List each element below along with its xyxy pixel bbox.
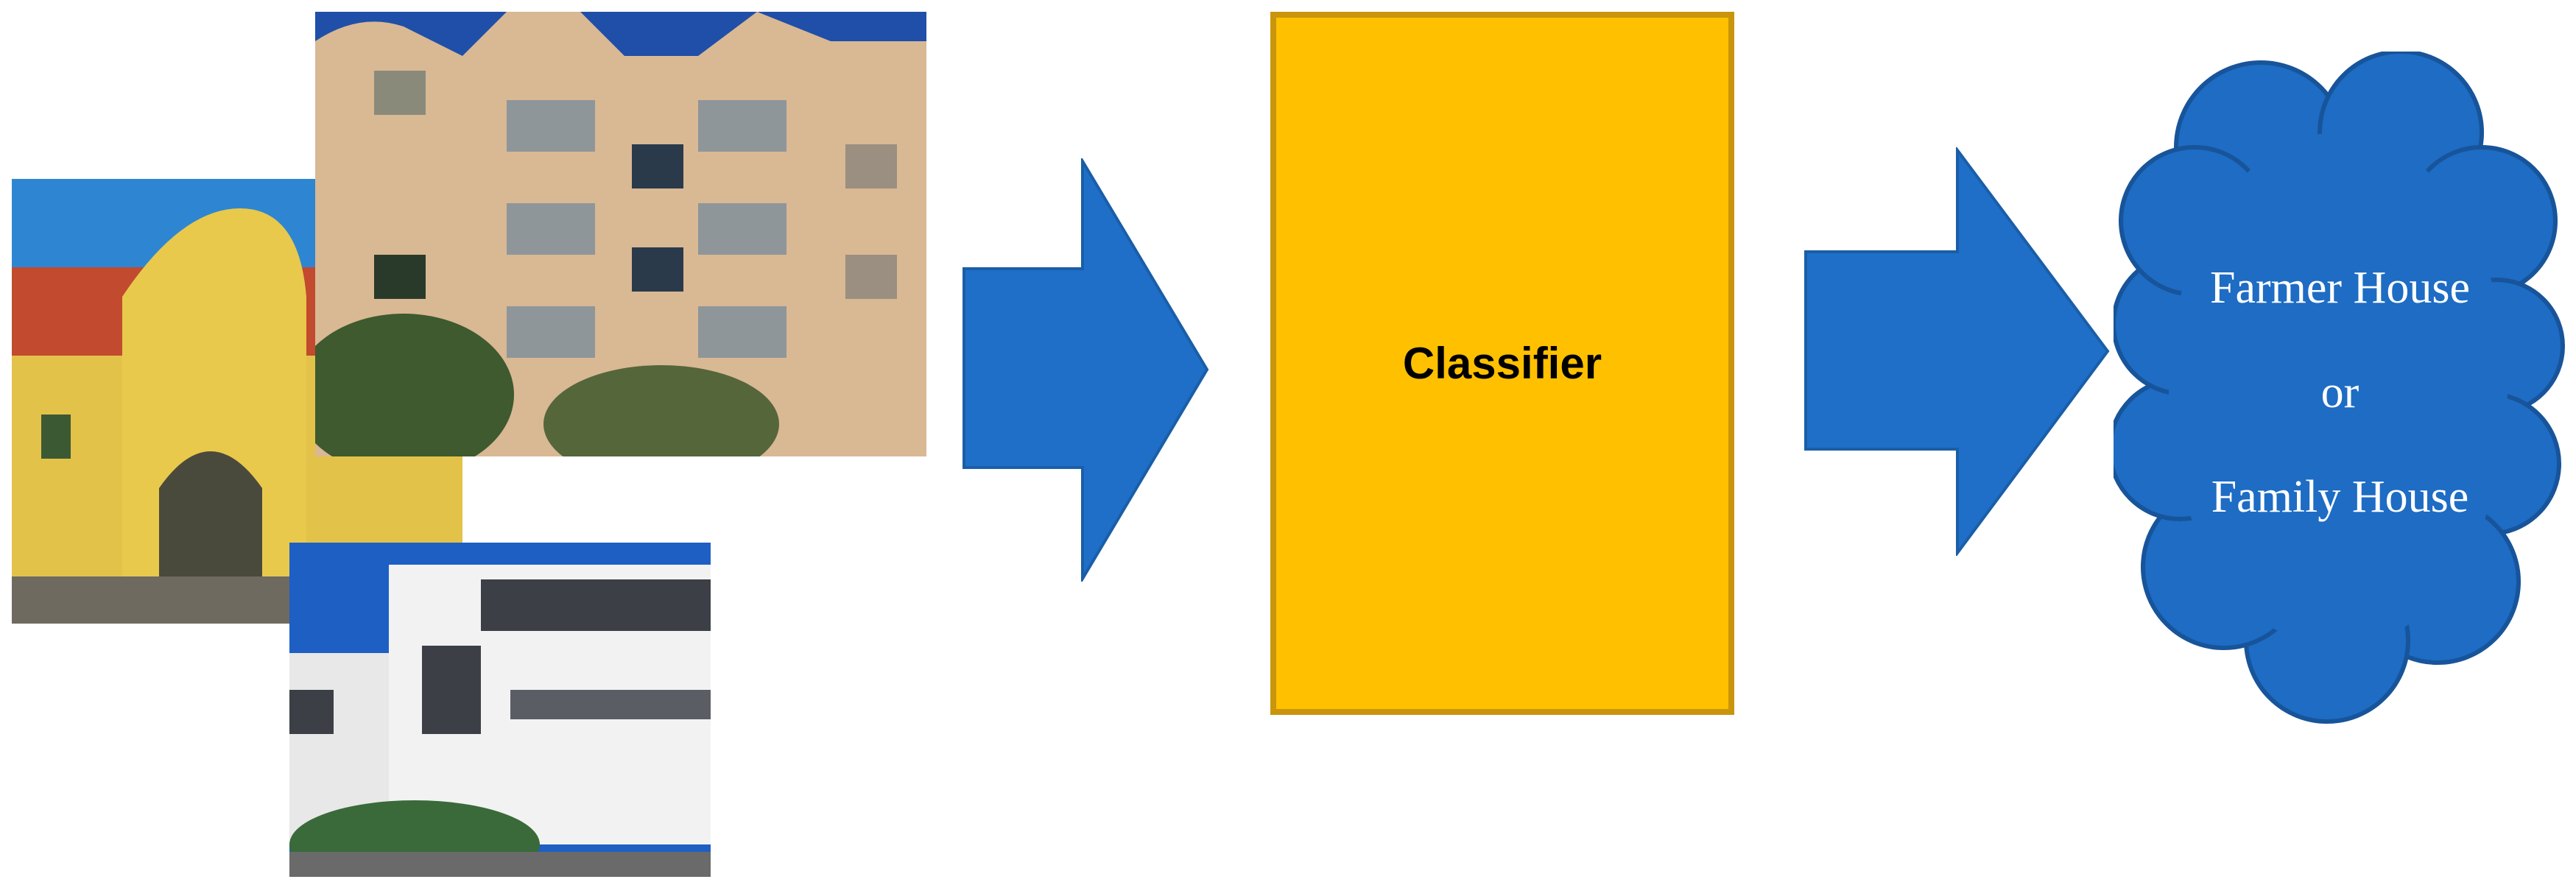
flow-arrow-to-output — [1803, 145, 2112, 558]
output-label-farmer-house: Farmer House — [2210, 263, 2470, 313]
output-labels: Farmer House or Family House — [2114, 236, 2566, 549]
apartment-photo — [315, 12, 926, 456]
flow-arrow-to-classifier — [961, 155, 1211, 585]
output-label-or: or — [2320, 367, 2359, 417]
classifier-label: Classifier — [1402, 339, 1602, 388]
output-label-family-house: Family House — [2211, 472, 2469, 522]
classifier-box: Classifier — [1270, 12, 1734, 715]
modern-building-photo — [289, 543, 711, 877]
output-cloud — [2108, 49, 2566, 729]
